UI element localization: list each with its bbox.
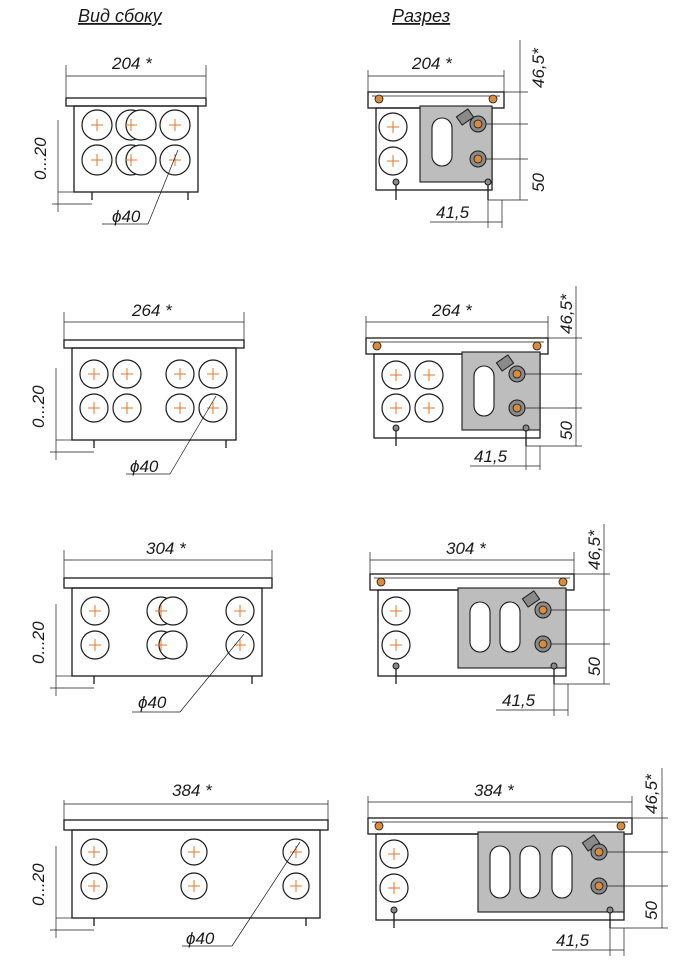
offset-label-204: 41,5 xyxy=(436,203,470,222)
top-label-304: 46,5* xyxy=(585,529,604,570)
width-label-264: 264 * xyxy=(131,301,173,320)
width-label-384: 384 * xyxy=(172,781,213,800)
width-label-384-section: 384 * xyxy=(474,781,515,800)
top-label-204: 46,5* xyxy=(529,47,548,88)
section-view-264: 264 * 46,5* 50 41,5 xyxy=(365,286,582,470)
section-title: Разрез xyxy=(392,6,450,26)
diameter-label-264: ϕ40 xyxy=(130,457,159,476)
section-view-384: 384 * 46,5* 50 41,5 xyxy=(367,768,668,956)
section-view-304: 304 * 46,5* 50 41,5 xyxy=(369,524,610,716)
offset-label-304: 41,5 xyxy=(502,691,536,710)
diameter-label-304: ϕ40 xyxy=(138,693,167,712)
bottom-label-204: 50 xyxy=(529,173,548,192)
hole-grid-304 xyxy=(80,596,255,660)
height-label-384: 0...20 xyxy=(29,863,48,906)
offset-label-384: 41,5 xyxy=(556,931,590,950)
side-view-title: Вид сбоку xyxy=(78,6,163,26)
hole-grid-384 xyxy=(80,838,310,900)
width-label-304: 304 * xyxy=(146,539,187,558)
height-label-304: 0...20 xyxy=(29,621,48,664)
section-view-204: 204 * 46,5* 50 41,5 xyxy=(367,40,548,228)
hole-grid-204 xyxy=(81,109,191,176)
bottom-label-304: 50 xyxy=(585,657,604,676)
width-label-204-section: 204 * xyxy=(411,54,453,73)
top-label-264: 46,5* xyxy=(557,293,576,334)
diameter-label-384: ϕ40 xyxy=(186,929,215,948)
top-label-384: 46,5* xyxy=(642,773,661,814)
width-label-264-section: 264 * xyxy=(431,301,473,320)
bottom-label-384: 50 xyxy=(642,901,661,920)
height-label-204: 0...20 xyxy=(31,137,50,180)
side-view-204: 204 * 0...20 ϕ40 xyxy=(31,54,207,226)
side-view-264: 264 * 0...20 ϕ40 xyxy=(29,301,245,476)
hole-grid-264 xyxy=(79,359,228,423)
height-label-264: 0...20 xyxy=(29,385,48,428)
offset-label-264: 41,5 xyxy=(474,447,508,466)
width-label-204: 204 * xyxy=(111,54,153,73)
side-view-304: 304 * 0...20 ϕ40 xyxy=(29,539,273,713)
bottom-label-264: 50 xyxy=(557,421,576,440)
diameter-label-204: ϕ40 xyxy=(112,207,141,226)
side-view-384: 384 * 0...20 ϕ40 xyxy=(29,781,329,948)
width-label-304-section: 304 * xyxy=(446,539,487,558)
